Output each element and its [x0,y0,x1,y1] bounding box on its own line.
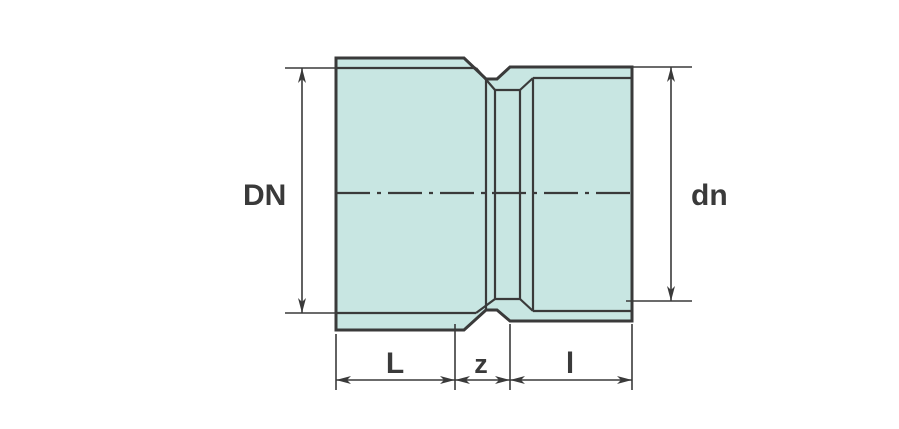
dimension-arrow-l-right [617,376,632,384]
dn-right-arrow-down [667,286,675,301]
dn-left-arrow-down [298,298,306,313]
dimension-arrow-l-left [510,376,525,384]
dimension-arrow-L-left [336,376,351,384]
dimension-label-l: l [566,347,574,380]
dimension-label-z: z [474,349,488,379]
section-detail-lines [337,66,631,315]
dimension-label-dn: dn [691,179,728,212]
dn-right-arrow-up [667,67,675,82]
dimension-arrow-z-left [455,376,470,384]
dimension-DN-group: DN [243,67,345,314]
dimension-label-L: L [386,347,404,380]
dn-left-arrow-up [298,68,306,83]
neck-inner-chamfer-top [519,77,534,91]
dimension-arrow-L-right [440,376,455,384]
dimension-arrow-z-right [495,376,510,384]
dimension-length-group: L z l [335,324,633,390]
dimension-dn-group: dn [626,66,728,302]
dimension-label-DN: DN [243,179,286,212]
neck-inner-chamfer-bottom [519,298,534,312]
